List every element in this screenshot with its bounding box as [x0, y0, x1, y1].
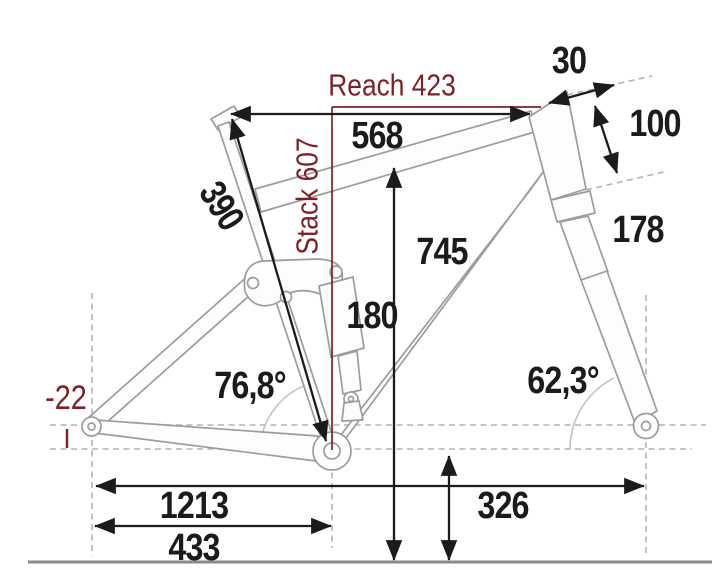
head-angle-arc	[569, 377, 615, 450]
stack-label: Stack 607	[289, 137, 325, 255]
reach-label: Reach 423	[328, 67, 456, 103]
head-tube	[528, 91, 587, 201]
spacer-measure-arrow	[548, 82, 615, 106]
rocker-pivot-left	[246, 276, 260, 290]
shock-lower-eyelet-hole	[347, 395, 355, 403]
chainstay-value: 433	[168, 527, 220, 569]
head-tube-bottom-extension-dashed-line	[585, 170, 669, 191]
fork-crown	[550, 190, 596, 223]
shock-top-eyelet	[329, 265, 343, 279]
standover-value: 745	[416, 231, 468, 273]
spacer-value: 30	[551, 40, 587, 82]
bb-drop-value: -22	[45, 379, 87, 417]
seat-tube-measure-arrow	[229, 118, 329, 442]
shock-shaft	[337, 350, 362, 395]
wheelbase-value: 1213	[159, 485, 229, 527]
fork-lower-leg	[580, 270, 658, 424]
measurement-arrows	[94, 82, 645, 561]
bb-height-value: 326	[477, 485, 529, 527]
seatstay	[86, 273, 260, 432]
fork-stanchion	[559, 215, 609, 281]
rear-axle-hole	[87, 422, 96, 431]
top-tube-value: 568	[351, 115, 403, 157]
head-angle-value: 62,3°	[527, 360, 599, 402]
fork-value: 178	[612, 209, 664, 251]
chainstay	[93, 419, 319, 462]
front-axle-hole	[640, 420, 652, 432]
head-tube-value: 100	[629, 103, 681, 145]
shock-lower-mount	[341, 400, 364, 422]
head-tube-measure-arrow	[593, 105, 619, 174]
seat-angle-value: 76,8°	[214, 365, 286, 407]
shock-value: 180	[346, 295, 398, 337]
